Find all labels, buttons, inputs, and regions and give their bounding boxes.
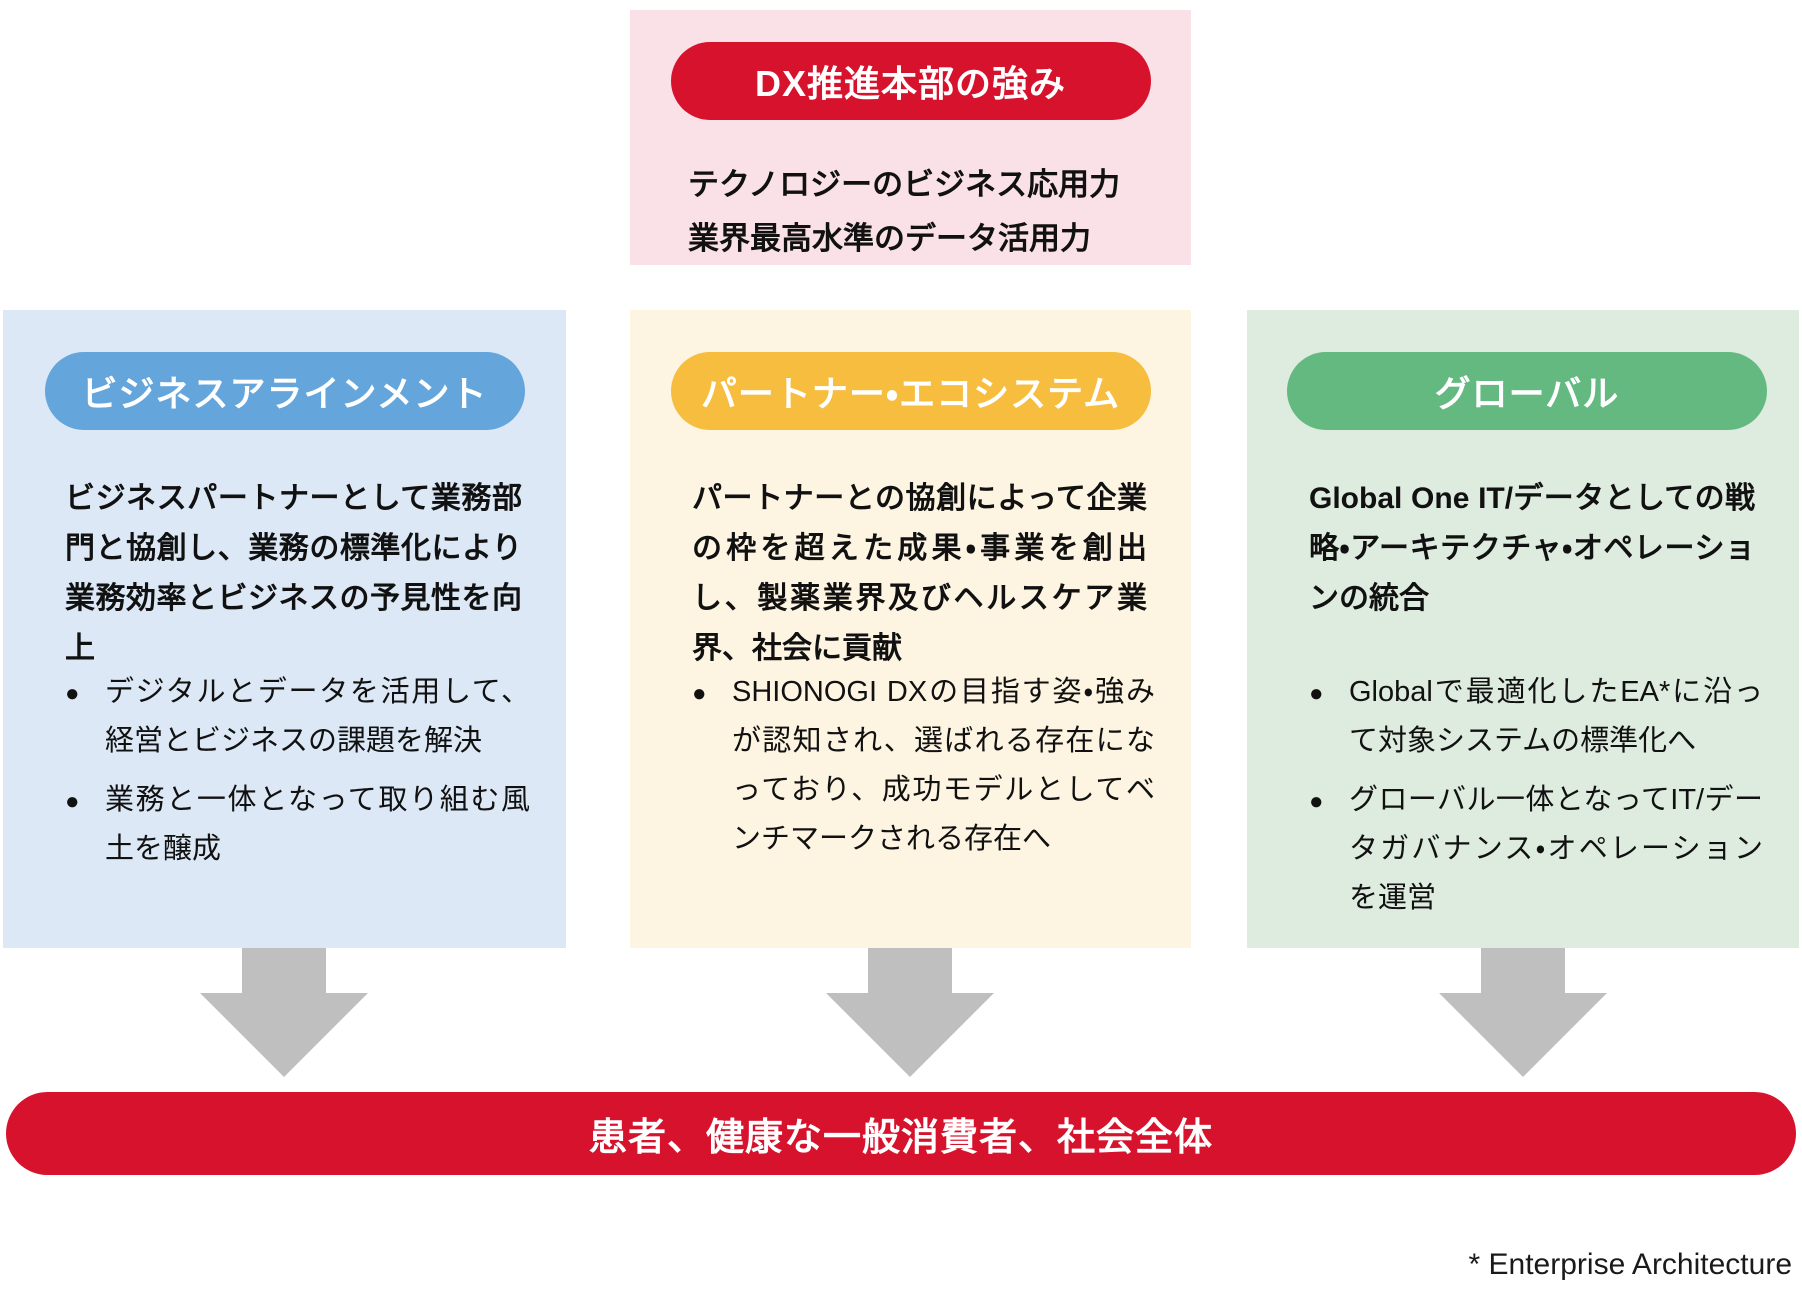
down-arrow-icon <box>826 948 994 1077</box>
outcome-bar: 患者、健康な一般消費者、社会全体 <box>6 1092 1796 1175</box>
dx-strength-line: テクノロジーのビジネス応用力 <box>688 167 1121 202</box>
global-pill: グローバル <box>1287 352 1767 430</box>
partner-ecosystem-pill-label: パートナー・エコシステム <box>700 373 1121 414</box>
column-partner-ecosystem: パートナー・エコシステム パートナーとの協創によって企業の枠を超えた成果・事業を… <box>630 310 1191 948</box>
down-arrow-icon <box>200 948 368 1077</box>
dx-strength-line: 業界最高水準のデータ活用力 <box>688 221 1091 256</box>
bullet-item: Globalで最適化したEA*に沿って対象システムの標準化へ <box>1309 668 1763 766</box>
global-bullets: Globalで最適化したEA*に沿って対象システムの標準化へ グローバル一体とな… <box>1309 668 1763 933</box>
bullet-item: SHIONOGI DXの目指す姿・強みが認知され、選ばれる存在になっており、成功… <box>692 668 1155 864</box>
business-alignment-bullets: デジタルとデータを活用して、経営とビジネスの課題を解決 業務と一体となって取り組… <box>65 668 530 884</box>
dx-strengths-box: DX推進本部の強み テクノロジーのビジネス応用力 業界最高水準のデータ活用力 <box>630 10 1191 265</box>
partner-ecosystem-bullets: SHIONOGI DXの目指す姿・強みが認知され、選ばれる存在になっており、成功… <box>692 668 1155 874</box>
bullet-item: 業務と一体となって取り組む風土を醸成 <box>65 776 530 874</box>
bullet-item: グローバル一体となってIT/データガバナンス・オペレーションを運営 <box>1309 776 1763 923</box>
outcome-bar-label: 患者、健康な一般消費者、社会全体 <box>588 1117 1213 1159</box>
partner-ecosystem-lead: パートナーとの協創によって企業の枠を超えた成果・事業を創出し、製薬業界及びヘルス… <box>692 482 1147 665</box>
business-alignment-lead: ビジネスパートナーとして業務部門と協創し、業務の標準化により業務効率とビジネスの… <box>65 482 522 665</box>
global-lead: Global One IT/データとしての戦略・アーキテクチャ・オペレーションの… <box>1309 482 1755 615</box>
footnote: * Enterprise Architecture <box>1468 1248 1792 1281</box>
column-business-alignment: ビジネスアラインメント ビジネスパートナーとして業務部門と協創し、業務の標準化に… <box>3 310 566 948</box>
business-alignment-pill: ビジネスアラインメント <box>44 352 525 430</box>
column-global: グローバル Global One IT/データとしての戦略・アーキテクチャ・オペ… <box>1247 310 1799 948</box>
bullet-item: デジタルとデータを活用して、経営とビジネスの課題を解決 <box>65 668 530 766</box>
down-arrow-icon <box>1439 948 1607 1077</box>
business-alignment-pill-label: ビジネスアラインメント <box>81 373 488 414</box>
dx-strengths-pill: DX推進本部の強み <box>670 42 1151 120</box>
dx-strengths-lines: テクノロジーのビジネス応用力 業界最高水準のデータ活用力 <box>688 158 1151 266</box>
global-pill-label: グローバル <box>1434 373 1620 414</box>
dx-strengths-pill-label: DX推進本部の強み <box>754 63 1066 104</box>
partner-ecosystem-pill: パートナー・エコシステム <box>670 352 1151 430</box>
